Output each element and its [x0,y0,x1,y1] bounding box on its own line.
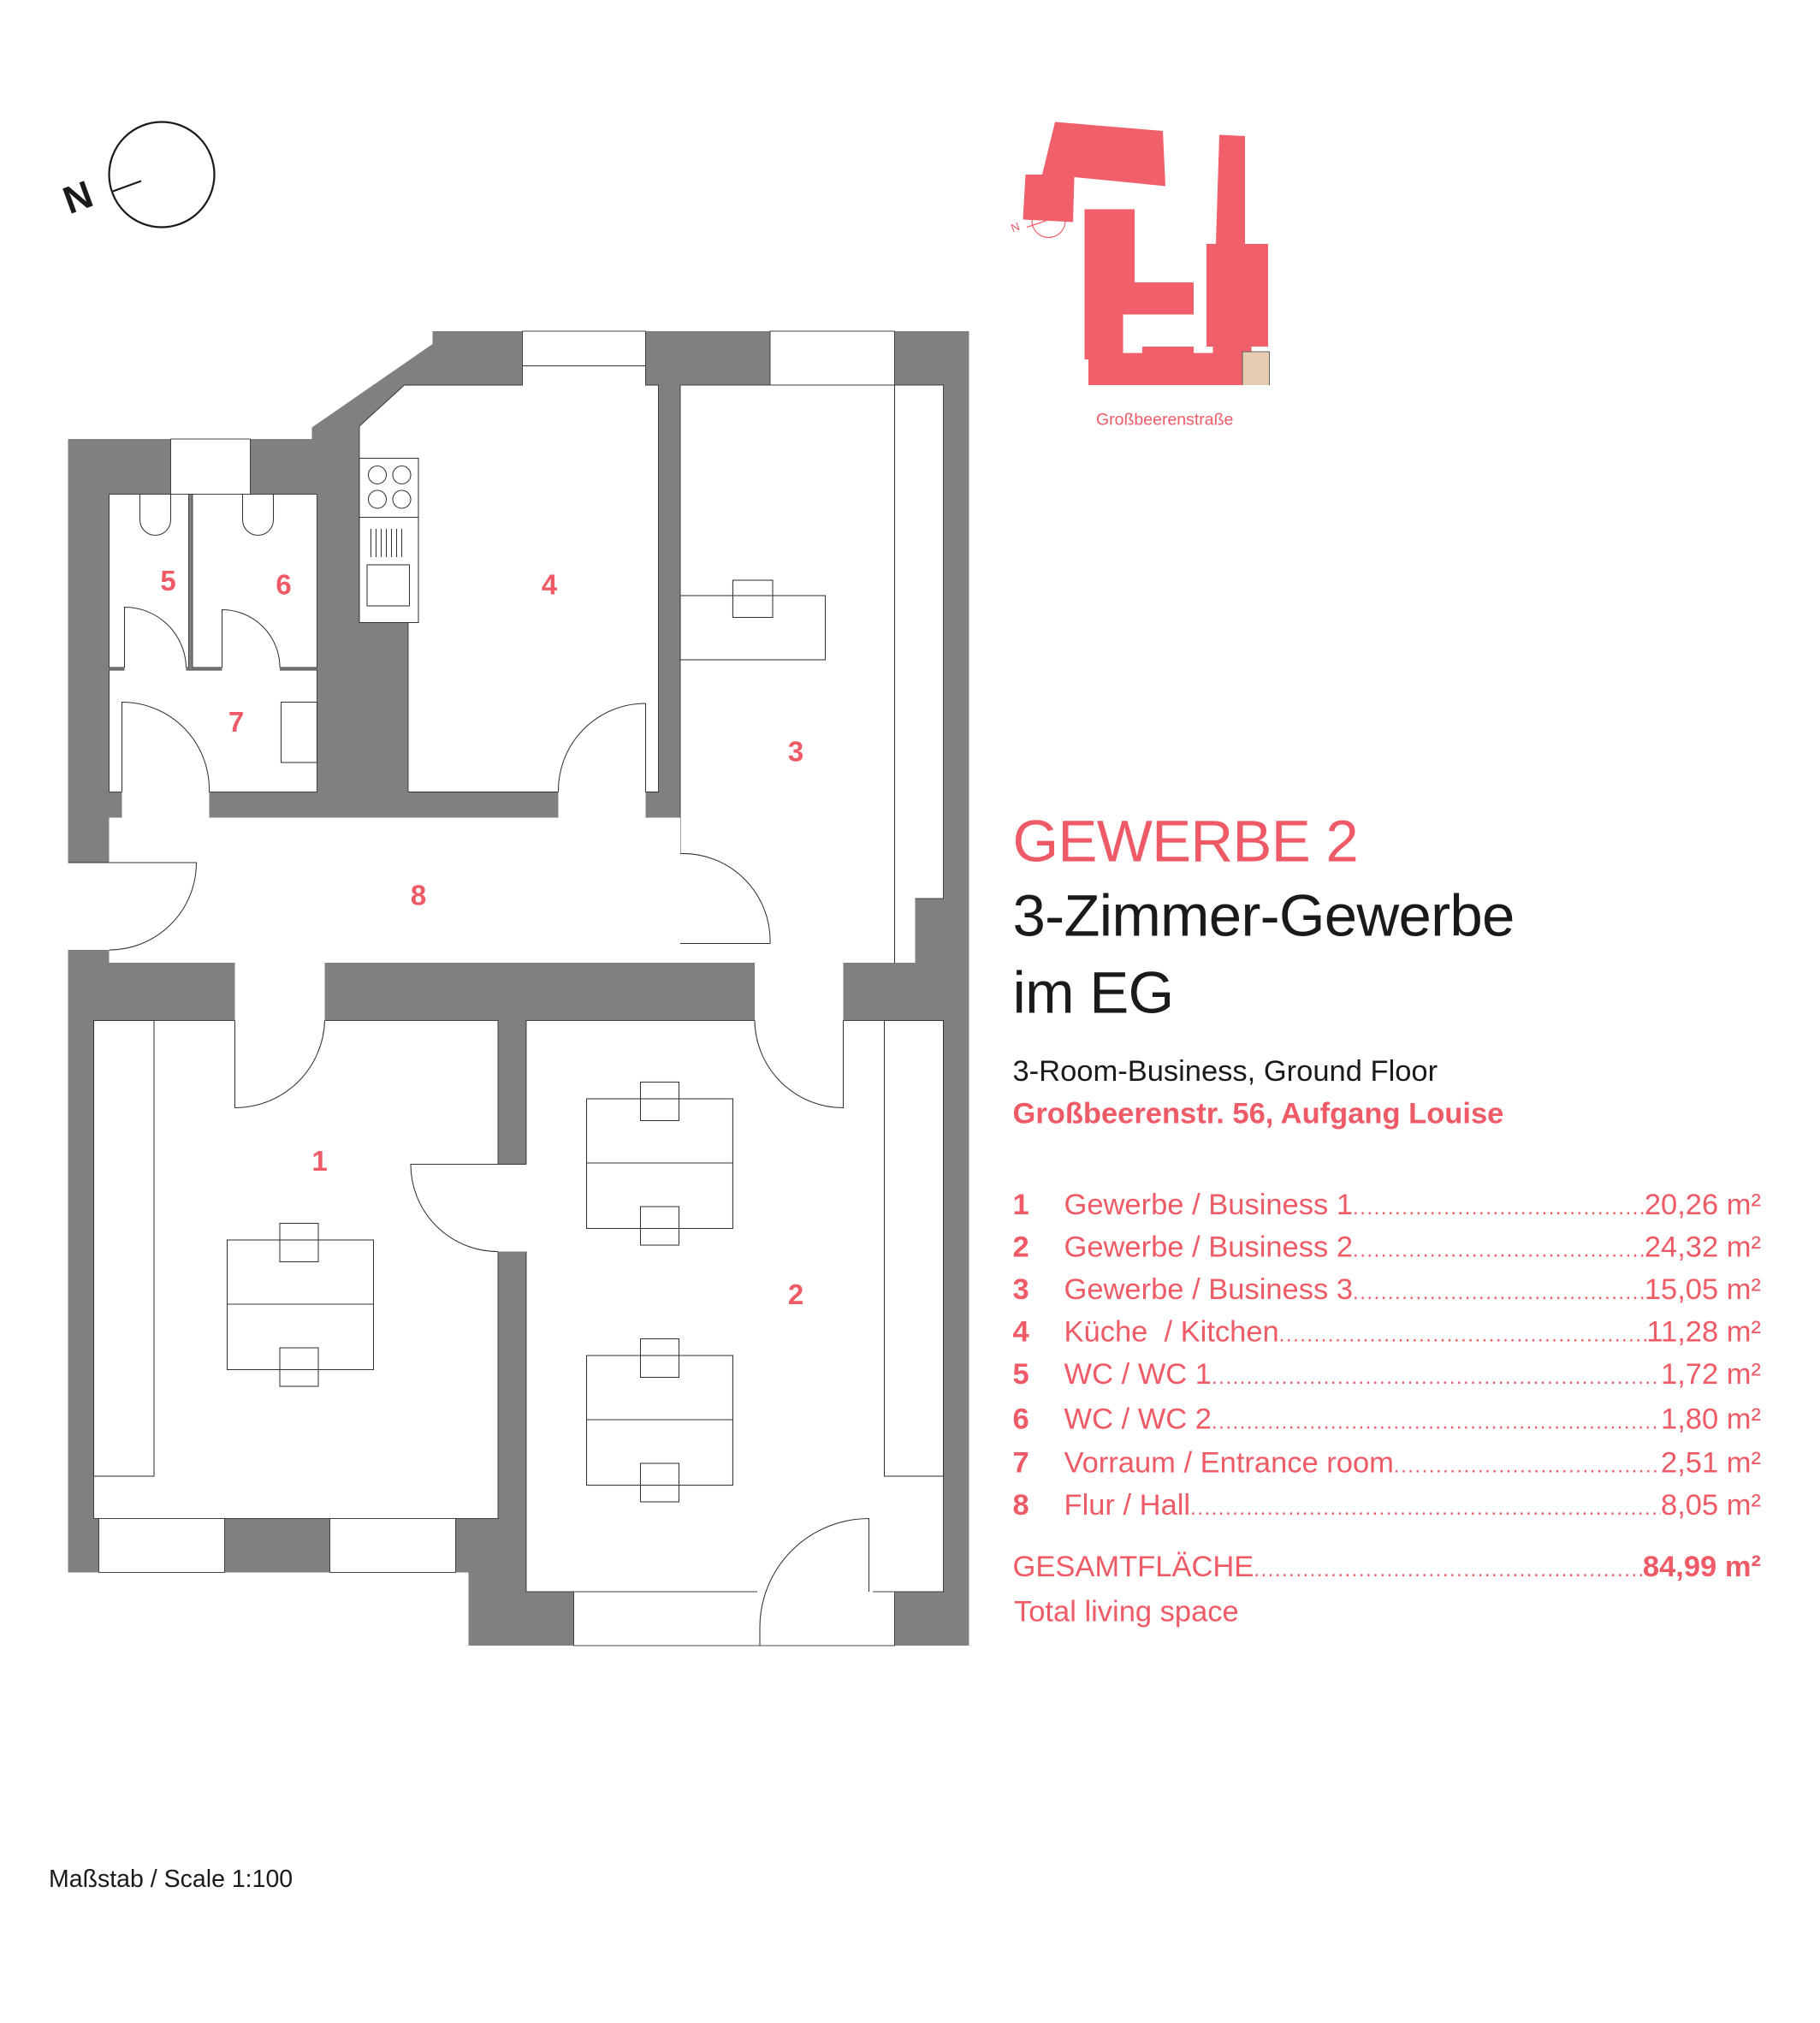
kitchen-counter [359,457,419,624]
item-area: 8,05 m² [1661,1487,1761,1522]
leader-dots: ........................................… [1278,1325,1647,1347]
address: Großbeerenstr. 56, Aufgang Louise [1012,1096,1504,1130]
desk-pair [226,1239,375,1371]
room-number: 1 [311,1145,327,1177]
list-item: 2 Gewerbe / Business 2...................… [1013,1230,1762,1265]
item-number: 5 [1012,1356,1029,1391]
furniture [92,385,945,1503]
room-6 [192,494,317,668]
desk [679,595,827,661]
locator-compass-needle [1026,220,1046,228]
item-number: 7 [1012,1445,1029,1479]
item-area: 11,28 m² [1646,1314,1761,1348]
item-label: WC / WC 1 [1064,1356,1212,1391]
locator-compass-circle [1031,203,1066,239]
item-number: 8 [1012,1487,1029,1522]
total-label: GESAMTFLÄCHE [1012,1549,1254,1583]
list-item: 5 WC / WC 1..............................… [1013,1357,1762,1392]
scale-label: Maßstab / Scale 1:100 [49,1866,293,1894]
room-number: 7 [228,706,244,738]
room-number: 8 [411,880,426,911]
room-number: 3 [788,736,803,768]
item-label: Vorraum / Entrance room [1064,1445,1394,1479]
leader-dots: ........................................… [1393,1456,1661,1478]
total-english-label: Total living space [1014,1594,1239,1628]
window [769,330,895,386]
window [98,1518,225,1573]
sink [366,564,411,607]
highlighted-building [1242,351,1270,385]
item-number: 4 [1012,1314,1029,1348]
item-number: 1 [1012,1187,1029,1221]
leader-dots: ........................................… [1212,1412,1661,1434]
room-2 [525,1020,944,1593]
site-locator-map: N [1009,122,1270,385]
list-item: 6 WC / WC 2..............................… [1013,1402,1762,1437]
room-number: 5 [160,565,175,596]
item-label: Gewerbe / Business 1 [1064,1187,1354,1221]
floor-plan: 1 2 3 4 5 6 7 8 [68,330,969,1646]
item-area: 1,72 m² [1661,1356,1761,1391]
compass-needle [112,180,142,193]
room-5 [109,494,189,668]
room-1 [93,1020,499,1519]
leader-dots: ........................................… [1254,1559,1643,1582]
item-label: WC / WC 2 [1064,1402,1212,1435]
leader-dots: ........................................… [1353,1197,1645,1220]
item-area: 2,51 m² [1661,1445,1761,1479]
total-row: GESAMTFLÄCHE............................… [1013,1550,1762,1585]
street-name: Großbeerenstraße [1096,409,1234,430]
room-number: 6 [276,569,291,601]
leader-dots: ........................................… [1212,1367,1661,1390]
rooms [68,330,944,1646]
street-wing [1088,357,1242,385]
compass-circle [108,121,216,228]
window [573,1591,895,1646]
room-8-hall [109,817,680,963]
room-numbers: 1 2 3 4 5 6 7 8 [160,565,803,1310]
list-item: 4 Küche / Kitchen........................… [1013,1314,1762,1350]
item-area: 1,80 m² [1661,1402,1761,1435]
north-compass: N [57,121,216,228]
item-area: 24,32 m² [1644,1230,1761,1263]
room-number: 2 [788,1278,803,1310]
leader-dots: ........................................… [1190,1498,1661,1521]
unit-subtitle-line2: im EG [1012,958,1175,1026]
item-label: Flur / Hall [1064,1487,1191,1522]
unit-title: GEWERBE 2 [1012,807,1359,875]
english-subtitle: 3-Room-Business, Ground Floor [1012,1053,1438,1088]
item-label: Gewerbe / Business 2 [1064,1230,1354,1263]
list-item: 3 Gewerbe / Business 3...................… [1013,1273,1762,1308]
toilet [139,494,172,537]
desk-pair [585,1355,734,1486]
building-complex [1023,122,1268,385]
item-label: Gewerbe / Business 3 [1064,1272,1354,1306]
item-area: 15,05 m² [1644,1272,1761,1306]
list-item: 8 Flur / Hall............................… [1013,1488,1762,1523]
item-number: 6 [1012,1402,1029,1435]
item-area: 20,26 m² [1644,1187,1761,1221]
leader-dots: ........................................… [1353,1282,1645,1305]
item-number: 3 [1012,1272,1029,1306]
doors [68,606,870,1646]
total-area: 84,99 m² [1642,1549,1761,1583]
item-label: Küche / Kitchen [1064,1314,1279,1348]
list-item: 7 Vorraum / Entrance room................… [1013,1445,1762,1480]
room-7 [109,669,317,792]
toilet [241,494,275,537]
window [329,1518,456,1573]
locator-compass-letter: N [1009,220,1021,234]
unit-subtitle-line1: 3-Zimmer-Gewerbe [1012,881,1515,949]
list-item: 1 Gewerbe / Business 1...................… [1013,1188,1762,1223]
entrance-opening [68,863,120,950]
room-3 [679,384,944,899]
leader-dots: ........................................… [1353,1240,1645,1262]
room-number: 4 [542,569,558,601]
desk-pair [585,1098,734,1230]
window [170,438,251,495]
item-number: 2 [1012,1230,1029,1263]
